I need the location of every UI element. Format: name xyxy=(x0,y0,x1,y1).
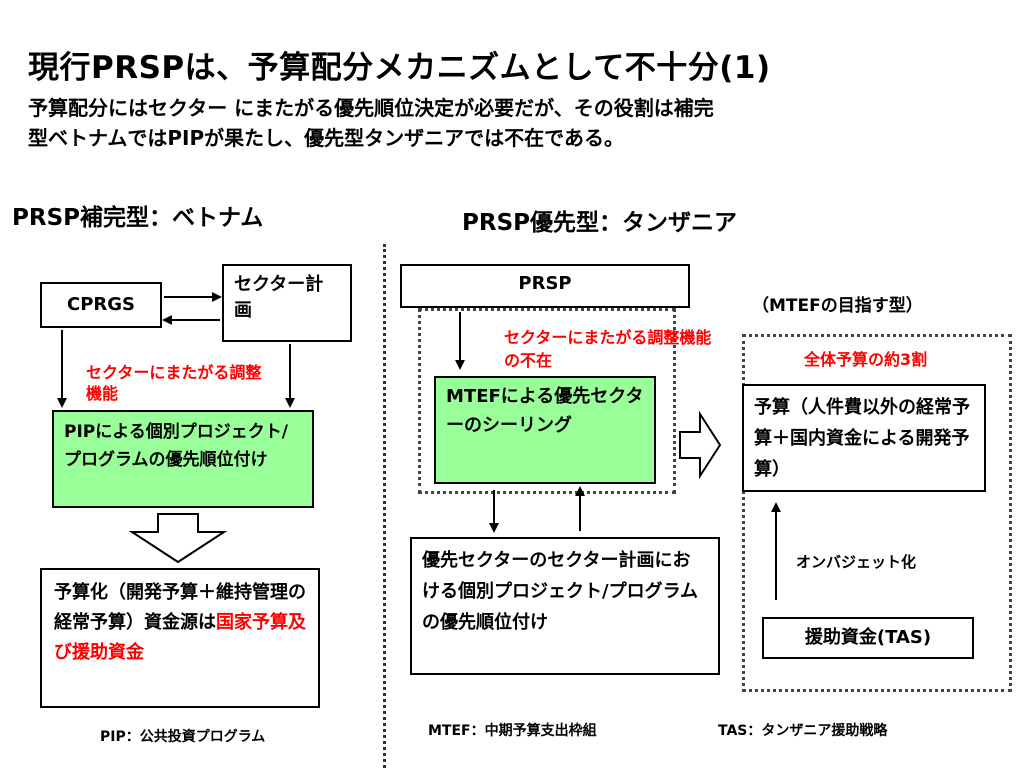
prsp-label: PRSP xyxy=(518,273,572,294)
subtitle-line-1: 予算配分にはセクター にまたがる優先順位決定が必要だが、その役割は補完 xyxy=(28,96,714,120)
mtef-type-label: （MTEFの目指す型） xyxy=(752,296,923,316)
budgeting-funding-sources: 国家予算及び援助資金 xyxy=(54,612,306,663)
target-budget-label: 予算（人件費以外の経常予算＋国内資金による開発予算） xyxy=(754,397,970,480)
mtef-target-region xyxy=(742,334,1012,692)
mtef-ceiling-label: MTEFによる優先セクターのシーリング xyxy=(446,386,644,436)
target-budget-box: 予算（人件費以外の経常予算＋国内資金による開発予算） xyxy=(742,384,986,492)
prsp-box: PRSP xyxy=(400,264,690,308)
arrow-pip-to-budgeting xyxy=(128,513,228,564)
page-title: 現行PRSPは、予算配分メカニズムとして不十分(1) xyxy=(28,50,771,86)
sector-plan-label: セクター計画 xyxy=(234,274,324,321)
pip-box: PIPによる個別プロジェクト/プログラムの優先順位付け xyxy=(52,410,314,508)
page-subtitle: 予算配分にはセクター にまたがる優先順位決定が必要だが、その役割は補完 型ベトナ… xyxy=(28,93,988,153)
on-budget-label: オンバジェット化 xyxy=(796,553,917,571)
tas-footnote: TAS：タンザニア援助戦略 xyxy=(718,723,888,739)
arrow-to-mtef-target xyxy=(679,410,722,480)
cross-sector-label: セクターにまたがる調整機能 xyxy=(86,363,262,403)
mtef-dotted-region xyxy=(418,308,676,494)
budgeting-text: 予算化（開発予算＋維持管理の経常予算）資金源は xyxy=(54,582,306,633)
pip-footnote: PIP：公共投資プログラム xyxy=(100,729,266,745)
tanzania-heading: PRSP優先型：タンザニア xyxy=(462,210,737,236)
aid-funds-box: 援助資金(TAS) xyxy=(762,617,974,659)
vietnam-heading: PRSP補完型：ベトナム xyxy=(12,205,264,231)
priority-sector-box: 優先セクターのセクター計画における個別プロジェクト/プログラムの優先順位付け xyxy=(410,537,720,675)
cprgs-box: CPRGS xyxy=(40,282,162,328)
aid-funds-label: 援助資金(TAS) xyxy=(804,627,932,648)
absent-coordination-label: セクターにまたがる調整機能の不在 xyxy=(504,328,712,370)
pip-box-label: PIPによる個別プロジェクト/プログラムの優先順位付け xyxy=(64,422,288,470)
cprgs-label: CPRGS xyxy=(66,294,135,315)
column-divider xyxy=(383,244,386,768)
budgeting-box: 予算化（開発予算＋維持管理の経常予算）資金源は国家予算及び援助資金 xyxy=(40,568,320,708)
mtef-ceiling-box: MTEFによる優先セクターのシーリング xyxy=(434,376,656,484)
priority-sector-label: 優先セクターのセクター計画における個別プロジェクト/プログラムの優先順位付け xyxy=(422,550,699,633)
budget-share-label: 全体予算の約3割 xyxy=(804,350,928,369)
mtef-footnote: MTEF：中期予算支出枠組 xyxy=(428,723,597,739)
subtitle-line-2: 型ベトナムではPIPが果たし、優先型タンザニアでは不在である。 xyxy=(28,126,624,150)
sector-plan-box: セクター計画 xyxy=(222,264,352,342)
